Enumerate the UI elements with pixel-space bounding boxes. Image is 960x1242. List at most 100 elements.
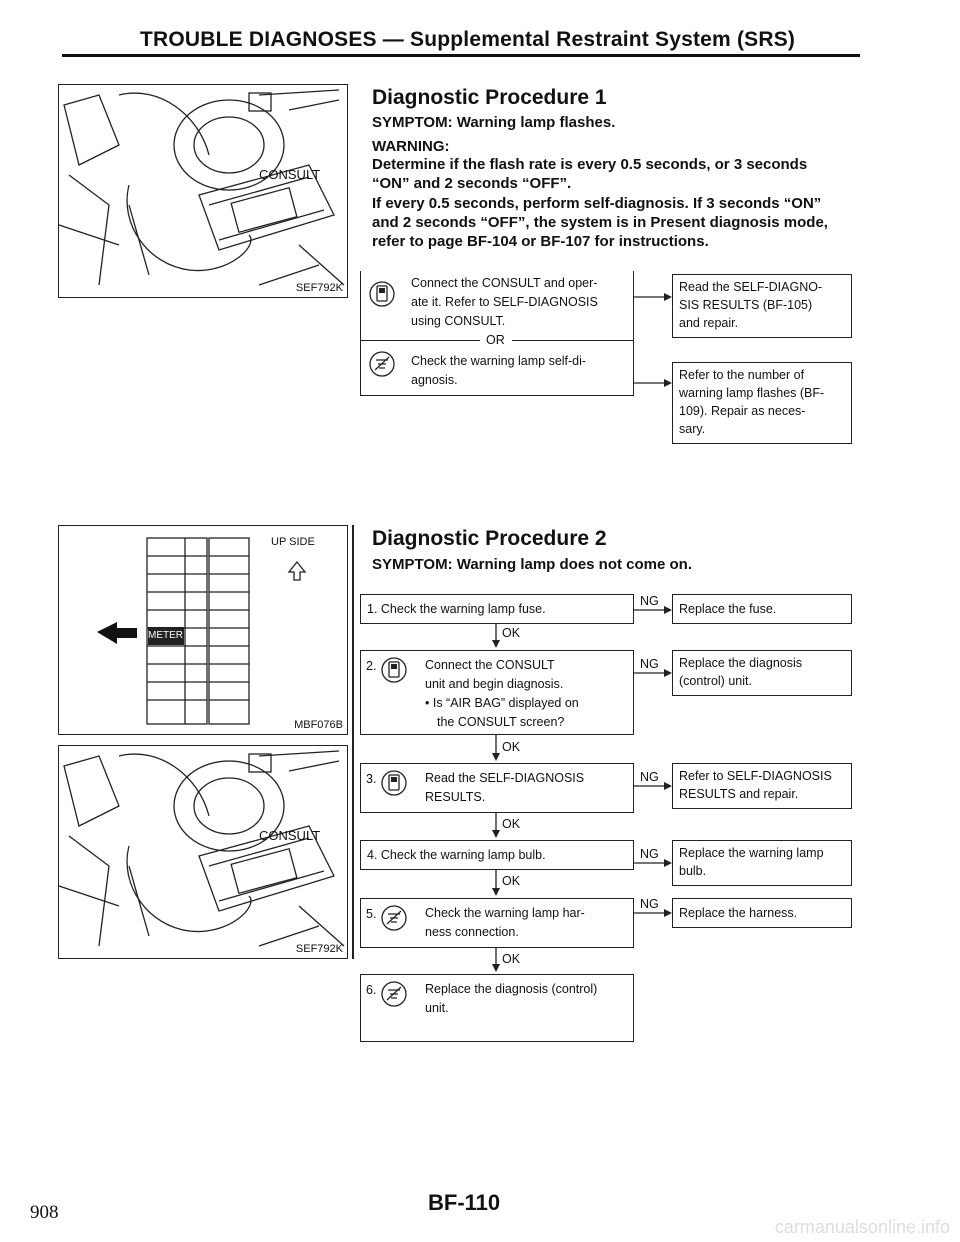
- figure-3-consult-label: CONSULT: [259, 828, 321, 843]
- proc2-step3: [360, 763, 634, 813]
- proc2-result3-line-0: Refer to SELF-DIAGNOSIS: [679, 769, 832, 783]
- proc2-step3-num: 3.: [366, 772, 377, 786]
- consult-drawing-1: [58, 89, 345, 286]
- proc1-warning-label: WARNING:: [372, 138, 450, 155]
- proc2-step1: 1. Check the warning lamp fuse.: [360, 594, 634, 624]
- proc1-result-a: Read the SELF-DIAGNO- SIS RESULTS (BF-10…: [672, 274, 852, 338]
- proc1-box-a-line-0: Connect the CONSULT and oper-: [411, 276, 598, 290]
- consult-icon: [381, 770, 407, 796]
- proc2-result1-text: Replace the fuse.: [679, 602, 777, 616]
- figure-2-up-side: UP SIDE: [271, 536, 315, 548]
- proc2-step5-line-0: Check the warning lamp har-: [425, 906, 585, 920]
- proc1-result-b-line-3: sary.: [679, 422, 706, 436]
- proc1-warning-line-1: “ON” and 2 seconds “OFF”.: [372, 175, 572, 192]
- figure-1-consult-label: CONSULT: [259, 167, 321, 182]
- proc2-title: Diagnostic Procedure 2: [372, 527, 607, 550]
- proc1-box-a-line-1: ate it. Refer to SELF-DIAGNOSIS: [411, 295, 598, 309]
- figure-2-meter-label: METER: [148, 630, 183, 641]
- proc2-result2-line-1: (control) unit.: [679, 674, 752, 688]
- proc2-result2-line-0: Replace the diagnosis: [679, 656, 802, 670]
- proc2-step2-line-0: Connect the CONSULT: [425, 658, 555, 672]
- proc1-box-b-line-0: Check the warning lamp self-di-: [411, 354, 587, 368]
- proc2-result4-line-0: Replace the warning lamp: [679, 846, 824, 860]
- proc1-result-b-line-2: 109). Repair as neces-: [679, 404, 806, 418]
- proc1-action-box: [360, 271, 634, 396]
- proc2-result4: Replace the warning lamp bulb.: [672, 840, 852, 886]
- proc2-result3-line-1: RESULTS and repair.: [679, 787, 799, 801]
- proc2-step1-text: 1. Check the warning lamp fuse.: [367, 602, 546, 616]
- proc2-step6-line-0: Replace the diagnosis (control): [425, 982, 598, 996]
- proc2-step6-line-1: unit.: [425, 1001, 449, 1015]
- proc2-result4-line-1: bulb.: [679, 864, 707, 878]
- ng-label-3: NG: [640, 770, 659, 784]
- lamp-check-icon: [369, 351, 395, 377]
- proc2-step6: [360, 974, 634, 1042]
- proc2-step2-line-1: unit and begin diagnosis.: [425, 677, 564, 691]
- or-divider-right: [512, 340, 634, 341]
- proc2-result5: Replace the harness.: [672, 898, 852, 928]
- figure-3-code: SEF792K: [295, 943, 343, 955]
- page-header-title: TROUBLE DIAGNOSES — Supplemental Restrai…: [140, 28, 796, 51]
- figure-consult-2: CONSULT SEF792K: [58, 745, 348, 959]
- proc1-result-a-line-0: Read the SELF-DIAGNO-: [679, 280, 823, 294]
- proc2-step4: 4. Check the warning lamp bulb.: [360, 840, 634, 870]
- lamp-check-icon: [381, 905, 407, 931]
- proc1-result-b: Refer to the number of warning lamp flas…: [672, 362, 852, 444]
- figure-1-code: SEF792K: [295, 282, 343, 294]
- ng-label-2: NG: [640, 657, 659, 671]
- watermark: carmanualsonline.info: [774, 1217, 950, 1237]
- proc2-left-rule: [352, 525, 354, 959]
- figure-fuse-block: UP SIDE METER MBF076B: [58, 525, 348, 735]
- proc2-result2: Replace the diagnosis (control) unit.: [672, 650, 852, 696]
- figure-2-code: MBF076B: [294, 719, 343, 731]
- proc2-step3-line-0: Read the SELF-DIAGNOSIS: [425, 771, 585, 785]
- ng-label-4: NG: [640, 847, 659, 861]
- proc2-step2-num: 2.: [366, 659, 377, 673]
- proc2-step4-text: 4. Check the warning lamp bulb.: [367, 848, 546, 862]
- ok-label-3: OK: [502, 817, 521, 831]
- proc1-result-a-line-1: SIS RESULTS (BF-105): [679, 298, 813, 312]
- fuse-block-drawing: [97, 537, 307, 725]
- proc1-warning-line-2: If every 0.5 seconds, perform self-diagn…: [372, 195, 822, 212]
- proc2-step5-num: 5.: [366, 907, 377, 921]
- proc2-symptom: SYMPTOM: Warning lamp does not come on.: [372, 556, 693, 573]
- proc1-box-b-line-1: agnosis.: [411, 373, 458, 387]
- ok-label-1: OK: [502, 626, 521, 640]
- proc2-result1: Replace the fuse.: [672, 594, 852, 624]
- lamp-check-icon: [381, 981, 407, 1007]
- proc1-arrows: [634, 293, 672, 387]
- proc2-step2-line-2: • Is “AIR BAG” displayed on: [425, 696, 579, 710]
- proc2-step6-num: 6.: [366, 983, 377, 997]
- or-divider-left: [360, 340, 480, 341]
- consult-icon: [381, 657, 407, 683]
- page-code: BF-110: [428, 1190, 501, 1215]
- proc1-box-a-line-2: using CONSULT.: [411, 314, 506, 328]
- proc1-title: Diagnostic Procedure 1: [372, 86, 607, 109]
- ok-label-5: OK: [502, 952, 521, 966]
- proc1-warning-line-3: and 2 seconds “OFF”, the system is in Pr…: [372, 214, 828, 231]
- ok-label-4: OK: [502, 874, 521, 888]
- consult-icon: [369, 281, 395, 307]
- proc1-result-a-line-2: and repair.: [679, 316, 739, 330]
- proc1-result-b-line-0: Refer to the number of: [679, 368, 805, 382]
- proc2-step2: [360, 650, 634, 735]
- proc2-step5: [360, 898, 634, 948]
- proc2-step3-line-1: RESULTS.: [425, 790, 486, 804]
- ng-label-1: NG: [640, 594, 659, 608]
- ng-label-5: NG: [640, 897, 659, 911]
- proc2-step2-line-3: the CONSULT screen?: [437, 715, 565, 729]
- proc2-step5-line-1: ness connection.: [425, 925, 519, 939]
- proc1-symptom: SYMPTOM: Warning lamp flashes.: [372, 114, 616, 131]
- consult-drawing-2: [58, 750, 345, 947]
- proc1-result-b-line-1: warning lamp flashes (BF-: [679, 386, 825, 400]
- page-number-left: 908: [30, 1202, 59, 1223]
- ok-label-2: OK: [502, 740, 521, 754]
- figure-consult-1: CONSULT SEF792K: [58, 84, 348, 298]
- proc2-result5-text: Replace the harness.: [679, 906, 798, 920]
- proc1-or: OR: [486, 333, 505, 347]
- proc1-warning-line-4: refer to page BF-104 or BF-107 for instr…: [372, 233, 709, 250]
- proc1-warning-line-0: Determine if the flash rate is every 0.5…: [372, 156, 808, 173]
- proc2-result3: Refer to SELF-DIAGNOSIS RESULTS and repa…: [672, 763, 852, 809]
- header-rule: [62, 54, 860, 57]
